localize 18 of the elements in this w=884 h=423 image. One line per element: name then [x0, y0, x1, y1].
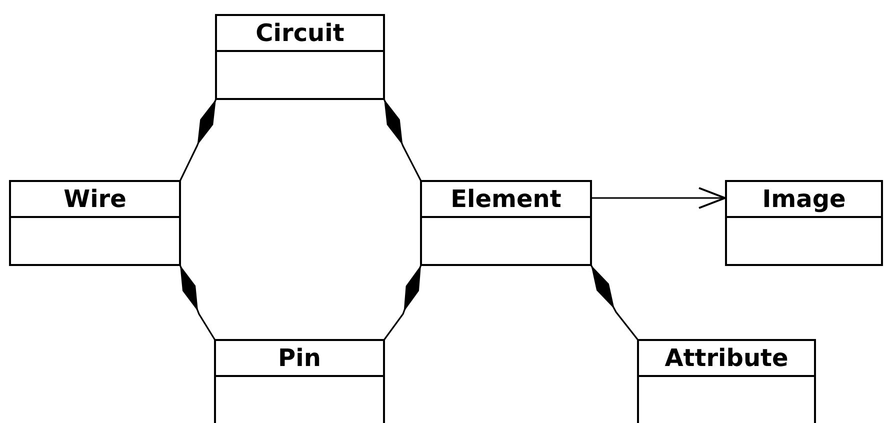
class-box: [725, 180, 883, 266]
composition-connector: [590, 264, 639, 340]
class-box: [215, 14, 385, 100]
class-box: [214, 339, 385, 423]
class-name: Pin: [278, 346, 321, 370]
composition-connector: [179, 98, 217, 182]
association-arrow: [591, 187, 726, 209]
class-name: Attribute: [664, 346, 788, 370]
class-name: Image: [762, 187, 846, 211]
class-name: Circuit: [256, 21, 344, 45]
composition-connector: [179, 264, 216, 340]
class-box: [420, 180, 592, 266]
composition-connector: [383, 264, 422, 340]
composition-connector: [383, 98, 422, 182]
class-box: [9, 180, 181, 266]
class-box: [637, 339, 816, 423]
class-name: Element: [450, 187, 562, 211]
class-name: Wire: [64, 187, 126, 211]
